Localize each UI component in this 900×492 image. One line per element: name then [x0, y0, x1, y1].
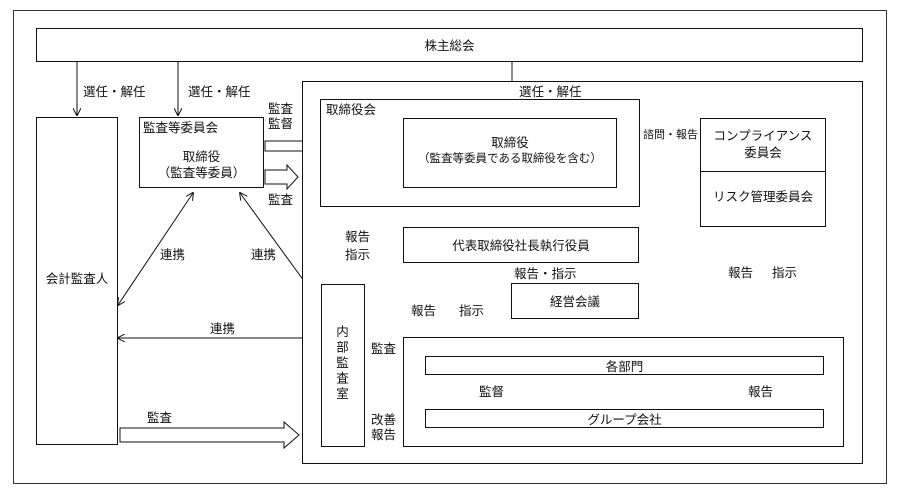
shareholders-box: 株主総会 [36, 28, 863, 62]
consult-report-label: 諮問・報告 [643, 128, 698, 141]
shareholders-label: 株主総会 [424, 38, 475, 53]
compliance-divider [701, 171, 825, 172]
cooperate-label-1: 連携 [160, 247, 186, 262]
instruct-label-3: 指示 [772, 265, 798, 280]
departments-box: 各部門 [425, 356, 824, 375]
board-director-sub: （監査等委員である取締役を含む） [418, 151, 602, 165]
supervise-label: 監督 [479, 384, 505, 399]
cooperate-label-2: 連携 [251, 247, 277, 262]
ceo-box: 代表取締役社長執行役員 [403, 227, 639, 263]
compliance-label: コンプライアンス [713, 128, 813, 143]
board-director-box: 取締役 （監査等委員である取締役を含む） [403, 118, 617, 188]
audit-committee-director: 取締役 [182, 149, 221, 164]
risk-label: リスク管理委員会 [712, 189, 813, 204]
group-box: グループ会社 [425, 409, 824, 428]
audit-committee-title: 監査等委員会 [143, 120, 219, 135]
audit-label-3: 監査 [147, 410, 173, 425]
report-label-3: 報告 [748, 384, 774, 399]
group-label: グループ会社 [587, 412, 662, 427]
cooperate-label-3: 連携 [210, 321, 236, 336]
auditor-label: 会計監査人 [45, 271, 109, 286]
elect-label-2: 選任・解任 [188, 84, 251, 99]
report-instruct-label: 報告・指示 [514, 266, 577, 281]
report-label: 報告 [345, 229, 371, 244]
diagram-frame [13, 10, 887, 484]
report-label-2: 報告 [411, 303, 437, 318]
departments-area [403, 337, 844, 447]
ceo-label: 代表取締役社長執行役員 [452, 238, 590, 253]
internal-audit-label: 内部監査室 [334, 325, 349, 403]
compliance-box: コンプライアンス 委員会 リスク管理委員会 [700, 118, 826, 227]
audit-committee-director-sub: （監査等委員） [157, 165, 246, 180]
cooperate-auditor-committee [118, 193, 193, 305]
board-title: 取締役会 [326, 102, 377, 117]
audit-label-2: 監査 [371, 341, 397, 356]
audit-label-1: 監査 [268, 192, 294, 207]
instruct-label-2: 指示 [459, 303, 485, 318]
report-label-4: 報告 [728, 265, 754, 280]
compliance-label-2: 委員会 [744, 145, 782, 160]
elect-label-3: 選任・解任 [519, 84, 582, 99]
instruct-label: 指示 [345, 247, 371, 262]
audit-arrow-board [264, 163, 299, 191]
board-director-label: 取締役 [491, 135, 529, 150]
audit-supervise-label: 監査 監督 [268, 101, 294, 131]
departments-label: 各部門 [605, 359, 644, 374]
auditor-box: 会計監査人 [36, 117, 118, 445]
audit-committee-box: 監査等委員会 取締役 （監査等委員） [139, 117, 264, 188]
mgmt-meeting-label: 経営会議 [549, 294, 600, 309]
mgmt-meeting-box: 経営会議 [511, 283, 639, 319]
auditor-audit-arrow [119, 420, 300, 450]
internal-audit-box: 内部監査室 [321, 284, 365, 447]
improve-report-label: 改善 報告 [371, 412, 397, 442]
elect-label-1: 選任・解任 [83, 84, 146, 99]
